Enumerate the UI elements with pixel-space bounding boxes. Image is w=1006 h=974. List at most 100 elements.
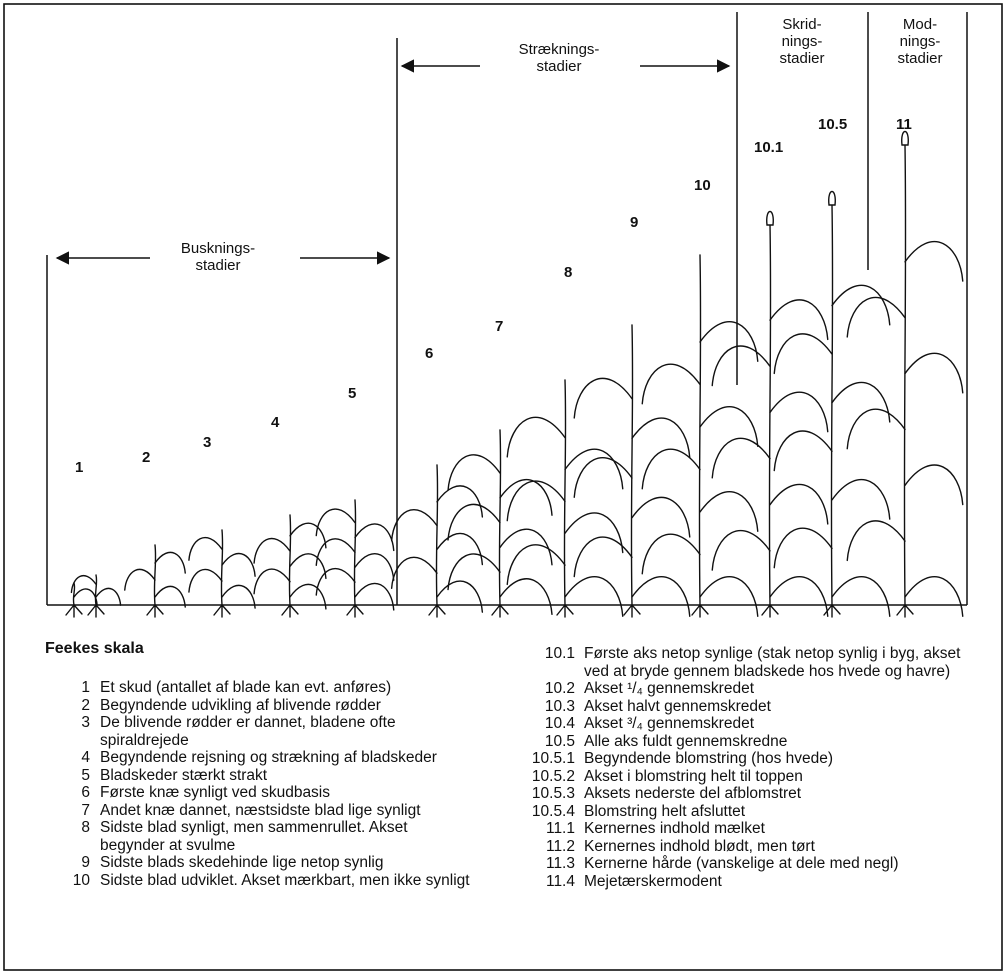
plant-leaf: [632, 577, 690, 617]
scale-title: Feekes skala: [45, 640, 144, 658]
plant-roots: [429, 605, 445, 617]
legend-text: Begyndende udvikling af blivende rødder: [100, 697, 475, 715]
plant-leaf: [290, 554, 326, 579]
legend-code: 10.5.1: [523, 750, 575, 768]
legend-text: Sidste blads skedehinde lige netop synli…: [100, 854, 475, 872]
legend-text: Kernernes indhold blødt, men tørt: [584, 838, 972, 856]
plant-leaf: [565, 513, 623, 553]
plant-leaf: [847, 521, 905, 561]
plant-leaf: [905, 465, 963, 505]
legend-item: 1Et skud (antallet af blade kan evt. anf…: [60, 679, 480, 697]
plant-leaf: [642, 364, 700, 404]
plant-leaf: [712, 438, 770, 478]
ripening-heading-line3: stadier: [877, 50, 963, 67]
plant-leaf: [392, 510, 437, 541]
heading-stage-heading-line1: Skrid-: [752, 16, 852, 33]
plant-leaf: [832, 285, 890, 325]
legend-item: 6Første knæ synligt ved skudbasis: [60, 784, 480, 802]
plant-leaf: [770, 577, 828, 617]
legend-code: 10.5: [523, 733, 575, 751]
plant-leaf: [500, 480, 552, 516]
plants-group: [66, 132, 963, 618]
legend-code: 10.5.3: [523, 785, 575, 803]
plant-stem: [221, 530, 222, 605]
legend-item: 10.3Akset halvt gennemskredet: [523, 698, 973, 716]
plant-stem: [436, 465, 437, 605]
plant-leaf: [642, 449, 700, 489]
plant-leaf: [189, 569, 222, 592]
legend-text: Bladskeder stærkt strakt: [100, 767, 475, 785]
legend-item: 10.5Alle aks fuldt gennemskredne: [523, 733, 973, 751]
plant-leaf: [316, 569, 355, 596]
plant-leaf: [74, 589, 97, 605]
legend-item: 10.5.1Begyndende blomstring (hos hvede): [523, 750, 973, 768]
legend-item: 11.3 Kernerne hårde (vanskelige at dele m…: [523, 855, 973, 873]
legend-code: 4: [60, 749, 90, 767]
plant-stem: [904, 145, 905, 605]
plant-stem: [631, 325, 632, 605]
plant-leaf: [125, 569, 155, 590]
legend-text: Begyndende rejsning og strækning af blad…: [100, 749, 475, 767]
legend-code: 10.5.2: [523, 768, 575, 786]
legend-text: Kernerne hårde (vanskelige at dele med n…: [584, 855, 972, 873]
stage-label: 3: [203, 434, 211, 451]
plant-roots: [897, 605, 913, 617]
plant-roots: [624, 605, 640, 617]
plant-leaf: [847, 409, 905, 449]
ripening-heading-line2: nings-: [877, 33, 963, 50]
legend-item: 4 Begyndende rejsning og strækning af bla…: [60, 749, 480, 767]
legend-code: 6: [60, 784, 90, 802]
plant-roots: [282, 605, 298, 617]
legend-item: 11.1Kernernes indhold mælket: [523, 820, 973, 838]
plant-leaf: [254, 569, 290, 594]
elongation-heading-line2: stadier: [494, 58, 624, 75]
legend-text: Aksets nederste del afblomstret: [584, 785, 972, 803]
legend-code: 11.3: [523, 855, 575, 873]
legend-code: 8: [60, 819, 90, 837]
plant-ear: [767, 212, 774, 226]
legend-text: Et skud (antallet af blade kan evt. anfø…: [100, 679, 475, 697]
plant-leaf: [847, 297, 905, 337]
plant-leaf: [905, 577, 963, 617]
legend-item: 10.5.3 Aksets nederste del afblomstret: [523, 785, 973, 803]
plant-leaf: [574, 458, 632, 498]
plant-leaf: [905, 242, 963, 282]
stage-label: 9: [630, 214, 638, 231]
stage-label: 10.1: [754, 139, 783, 156]
plant-leaf: [355, 554, 394, 581]
legend-code: 11.1: [523, 820, 575, 838]
legend-code: 3: [60, 714, 90, 732]
plant-leaf: [565, 577, 623, 617]
plant-leaf: [832, 577, 890, 617]
stage-label: 1: [75, 459, 83, 476]
legend-text: Sidste blad udviklet. Akset mærkbart, me…: [100, 872, 475, 890]
legend-code: 10: [60, 872, 90, 890]
plant-roots: [214, 605, 230, 617]
plant-leaf: [290, 523, 326, 548]
legend-code: 10.1: [523, 645, 575, 663]
plant-roots: [88, 605, 104, 617]
legend-item: 10.4Akset ³/₄ gennemskredet: [523, 715, 973, 733]
plant-roots: [147, 605, 163, 617]
plant-stem: [564, 380, 565, 605]
plant-leaf: [448, 554, 500, 590]
plant-leaf: [96, 588, 121, 605]
plant-leaf: [642, 534, 700, 574]
plant-leaf: [905, 353, 963, 393]
plant-leaf: [700, 322, 758, 362]
plant-roots: [557, 605, 573, 617]
stage-label: 2: [142, 449, 150, 466]
plant-leaf: [507, 417, 565, 457]
plant-ear: [902, 132, 909, 146]
legend-code: 10.4: [523, 715, 575, 733]
plant-leaf: [71, 576, 96, 593]
plant-roots: [692, 605, 708, 617]
